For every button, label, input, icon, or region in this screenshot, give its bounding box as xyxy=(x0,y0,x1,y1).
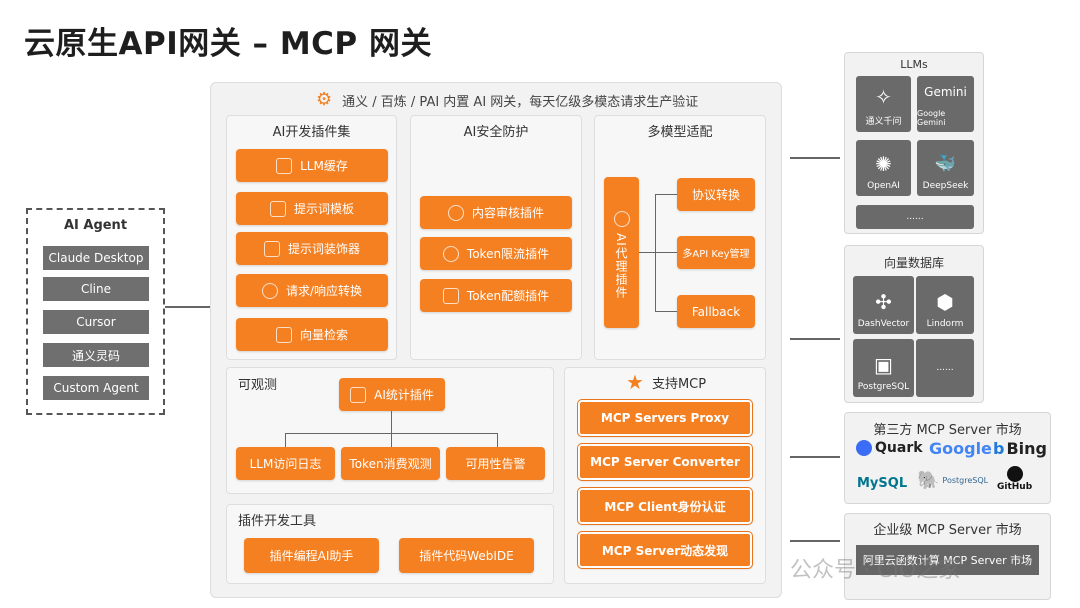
dashvector-icon: ✣ xyxy=(875,290,892,314)
stats-leg-2 xyxy=(391,433,392,447)
gemini-icon: Gemini xyxy=(924,85,967,99)
agent-item-cursor[interactable]: Cursor xyxy=(43,310,149,334)
plugin-llm-cache[interactable]: LLM缓存 xyxy=(236,149,388,182)
mcp-servers-proxy[interactable]: MCP Servers Proxy xyxy=(577,399,753,437)
bing-logo: b Bing xyxy=(993,439,1047,458)
plugins-section-title: AI开发插件集 xyxy=(272,125,351,140)
agent-item-cline[interactable]: Cline xyxy=(43,277,149,301)
deepseek-icon: 🐳 xyxy=(934,154,957,174)
transform-icon xyxy=(261,282,278,299)
page-title: 云原生API网关 – MCP 网关 xyxy=(24,26,432,62)
plugin-prompt-decorator[interactable]: 提示词装饰器 xyxy=(236,232,388,265)
ai-stats-plugin[interactable]: AI统计插件 xyxy=(339,378,445,411)
plugin-vector-search[interactable]: 向量检索 xyxy=(236,318,388,351)
github-icon xyxy=(1006,466,1023,482)
llm-more: ...... xyxy=(856,205,974,229)
agent-item-claude-desktop[interactable]: Claude Desktop xyxy=(43,246,149,270)
plugin-content-moderation[interactable]: 内容审核插件 xyxy=(420,196,572,229)
stats-stem xyxy=(391,411,392,433)
fallback[interactable]: Fallback xyxy=(677,295,755,328)
star-icon: ★ xyxy=(626,370,644,394)
watermark: 公众号 · CIO之家 xyxy=(790,558,961,583)
vectordb-connector xyxy=(790,338,840,340)
quark-icon xyxy=(856,440,872,456)
multimodel-section-title: 多模型适配 xyxy=(647,125,713,140)
availability-alert[interactable]: 可用性告警 xyxy=(446,447,545,480)
google-logo: Google xyxy=(929,439,992,458)
llm-openai[interactable]: ✺OpenAI xyxy=(856,140,911,196)
bing-icon: b xyxy=(993,439,1005,458)
agent-box: AI Agent Claude Desktop Cline Cursor 通义灵… xyxy=(26,208,165,415)
plugin-ai-assistant[interactable]: 插件编程AI助手 xyxy=(244,538,379,573)
aliyun-fc-mcp-market[interactable]: 阿里云函数计算 MCP Server 市场 xyxy=(856,545,1039,575)
proxy-branch-3 xyxy=(655,311,677,312)
openai-icon: ✺ xyxy=(875,152,892,176)
drop-icon xyxy=(442,245,459,262)
llms-connector xyxy=(790,157,840,159)
network-hub-icon: ⚙ xyxy=(316,89,333,110)
plugin-token-quota[interactable]: Token配额插件 xyxy=(420,279,572,312)
ai-proxy-plugin[interactable]: AI代理插件 xyxy=(604,177,639,328)
quota-icon xyxy=(442,287,459,304)
proxy-branch-2 xyxy=(655,252,677,253)
tongyi-icon: ✧ xyxy=(875,85,892,109)
plugin-prompt-template[interactable]: 提示词模板 xyxy=(236,192,388,225)
agent-connector xyxy=(165,306,219,308)
vectordb-more: ...... xyxy=(916,339,974,397)
cache-icon xyxy=(276,157,293,174)
lindorm-icon: ⬢ xyxy=(936,290,954,314)
token-usage-observe[interactable]: Token消费观测 xyxy=(341,447,440,480)
postgresql-logo: 🐘 PostgreSQL xyxy=(917,470,989,491)
plugin-token-ratelimit[interactable]: Token限流插件 xyxy=(420,237,572,270)
vector-icon xyxy=(275,326,292,343)
agent-item-custom-agent[interactable]: Custom Agent xyxy=(43,376,149,400)
multi-api-key[interactable]: 多API Key管理 xyxy=(677,236,755,269)
plugin-request-response-transform[interactable]: 请求/响应转换 xyxy=(236,274,388,307)
github-logo: GitHub xyxy=(997,466,1032,492)
devtools-title: 插件开发工具 xyxy=(238,514,317,529)
chart-icon xyxy=(350,386,367,403)
thirdparty-panel xyxy=(844,412,1051,504)
mcp-client-auth[interactable]: MCP Client身份认证 xyxy=(577,487,753,525)
template-icon xyxy=(269,200,286,217)
llm-access-log[interactable]: LLM访问日志 xyxy=(236,447,335,480)
security-section-title: AI安全防护 xyxy=(463,125,529,140)
search-icon xyxy=(447,204,464,221)
proxy-branch-stem xyxy=(639,252,655,253)
elephant-icon: 🐘 xyxy=(917,470,940,491)
vectordb-title: 向量数据库 xyxy=(883,256,944,270)
llm-deepseek[interactable]: 🐳DeepSeek xyxy=(917,140,974,196)
decorator-icon xyxy=(263,240,280,257)
mcp-server-converter[interactable]: MCP Server Converter xyxy=(577,443,753,481)
llm-tongyi[interactable]: ✧通义千问 xyxy=(856,76,911,132)
gateway-header: ⚙ 通义 / 百炼 / PAI 内置 AI 网关，每天亿级多模态请求生产验证 xyxy=(316,89,699,110)
protocol-conversion[interactable]: 协议转换 xyxy=(677,178,755,211)
postgresql-icon: ▣ xyxy=(874,353,893,377)
llms-title: LLMs xyxy=(900,58,928,71)
proxy-branch-1 xyxy=(655,194,677,195)
vectordb-lindorm[interactable]: ⬢Lindorm xyxy=(916,276,974,334)
vectordb-dashvector[interactable]: ✣DashVector xyxy=(853,276,914,334)
agent-item-tongyi-lingma[interactable]: 通义灵码 xyxy=(43,343,149,367)
plugin-webide[interactable]: 插件代码WebIDE xyxy=(399,538,534,573)
thirdparty-connector xyxy=(790,456,840,458)
enterprise-title: 企业级 MCP Server 市场 xyxy=(873,523,1022,538)
quark-logo: Quark xyxy=(856,440,923,456)
mcp-server-discovery[interactable]: MCP Server动态发现 xyxy=(577,531,753,569)
mysql-logo: MySQL xyxy=(857,476,908,491)
observability-title: 可观测 xyxy=(238,378,278,393)
mcp-header: ★ 支持MCP xyxy=(626,370,707,394)
enterprise-connector xyxy=(790,540,840,542)
stats-leg-3 xyxy=(497,433,498,447)
agent-title: AI Agent xyxy=(63,218,128,233)
thirdparty-title: 第三方 MCP Server 市场 xyxy=(873,423,1022,438)
vectordb-postgresql[interactable]: ▣PostgreSQL xyxy=(853,339,914,397)
proxy-icon xyxy=(613,210,630,227)
stats-leg-1 xyxy=(285,433,286,447)
